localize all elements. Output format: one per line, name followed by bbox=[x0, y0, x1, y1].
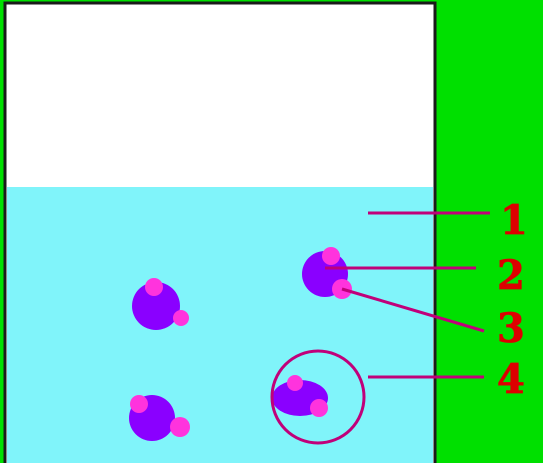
particle-accent bbox=[170, 417, 190, 437]
particle-accent bbox=[322, 247, 340, 265]
particle-accent bbox=[145, 278, 163, 296]
particle-accent bbox=[287, 375, 303, 391]
liquid bbox=[7, 187, 433, 463]
particle-accent bbox=[310, 399, 328, 417]
particle-accent bbox=[173, 310, 189, 326]
particle-accent bbox=[130, 395, 148, 413]
callout-label-2: 2 bbox=[497, 252, 525, 299]
callout-label-3: 3 bbox=[497, 305, 525, 352]
callout-label-4: 4 bbox=[497, 356, 525, 403]
callout-label-1: 1 bbox=[500, 197, 528, 244]
